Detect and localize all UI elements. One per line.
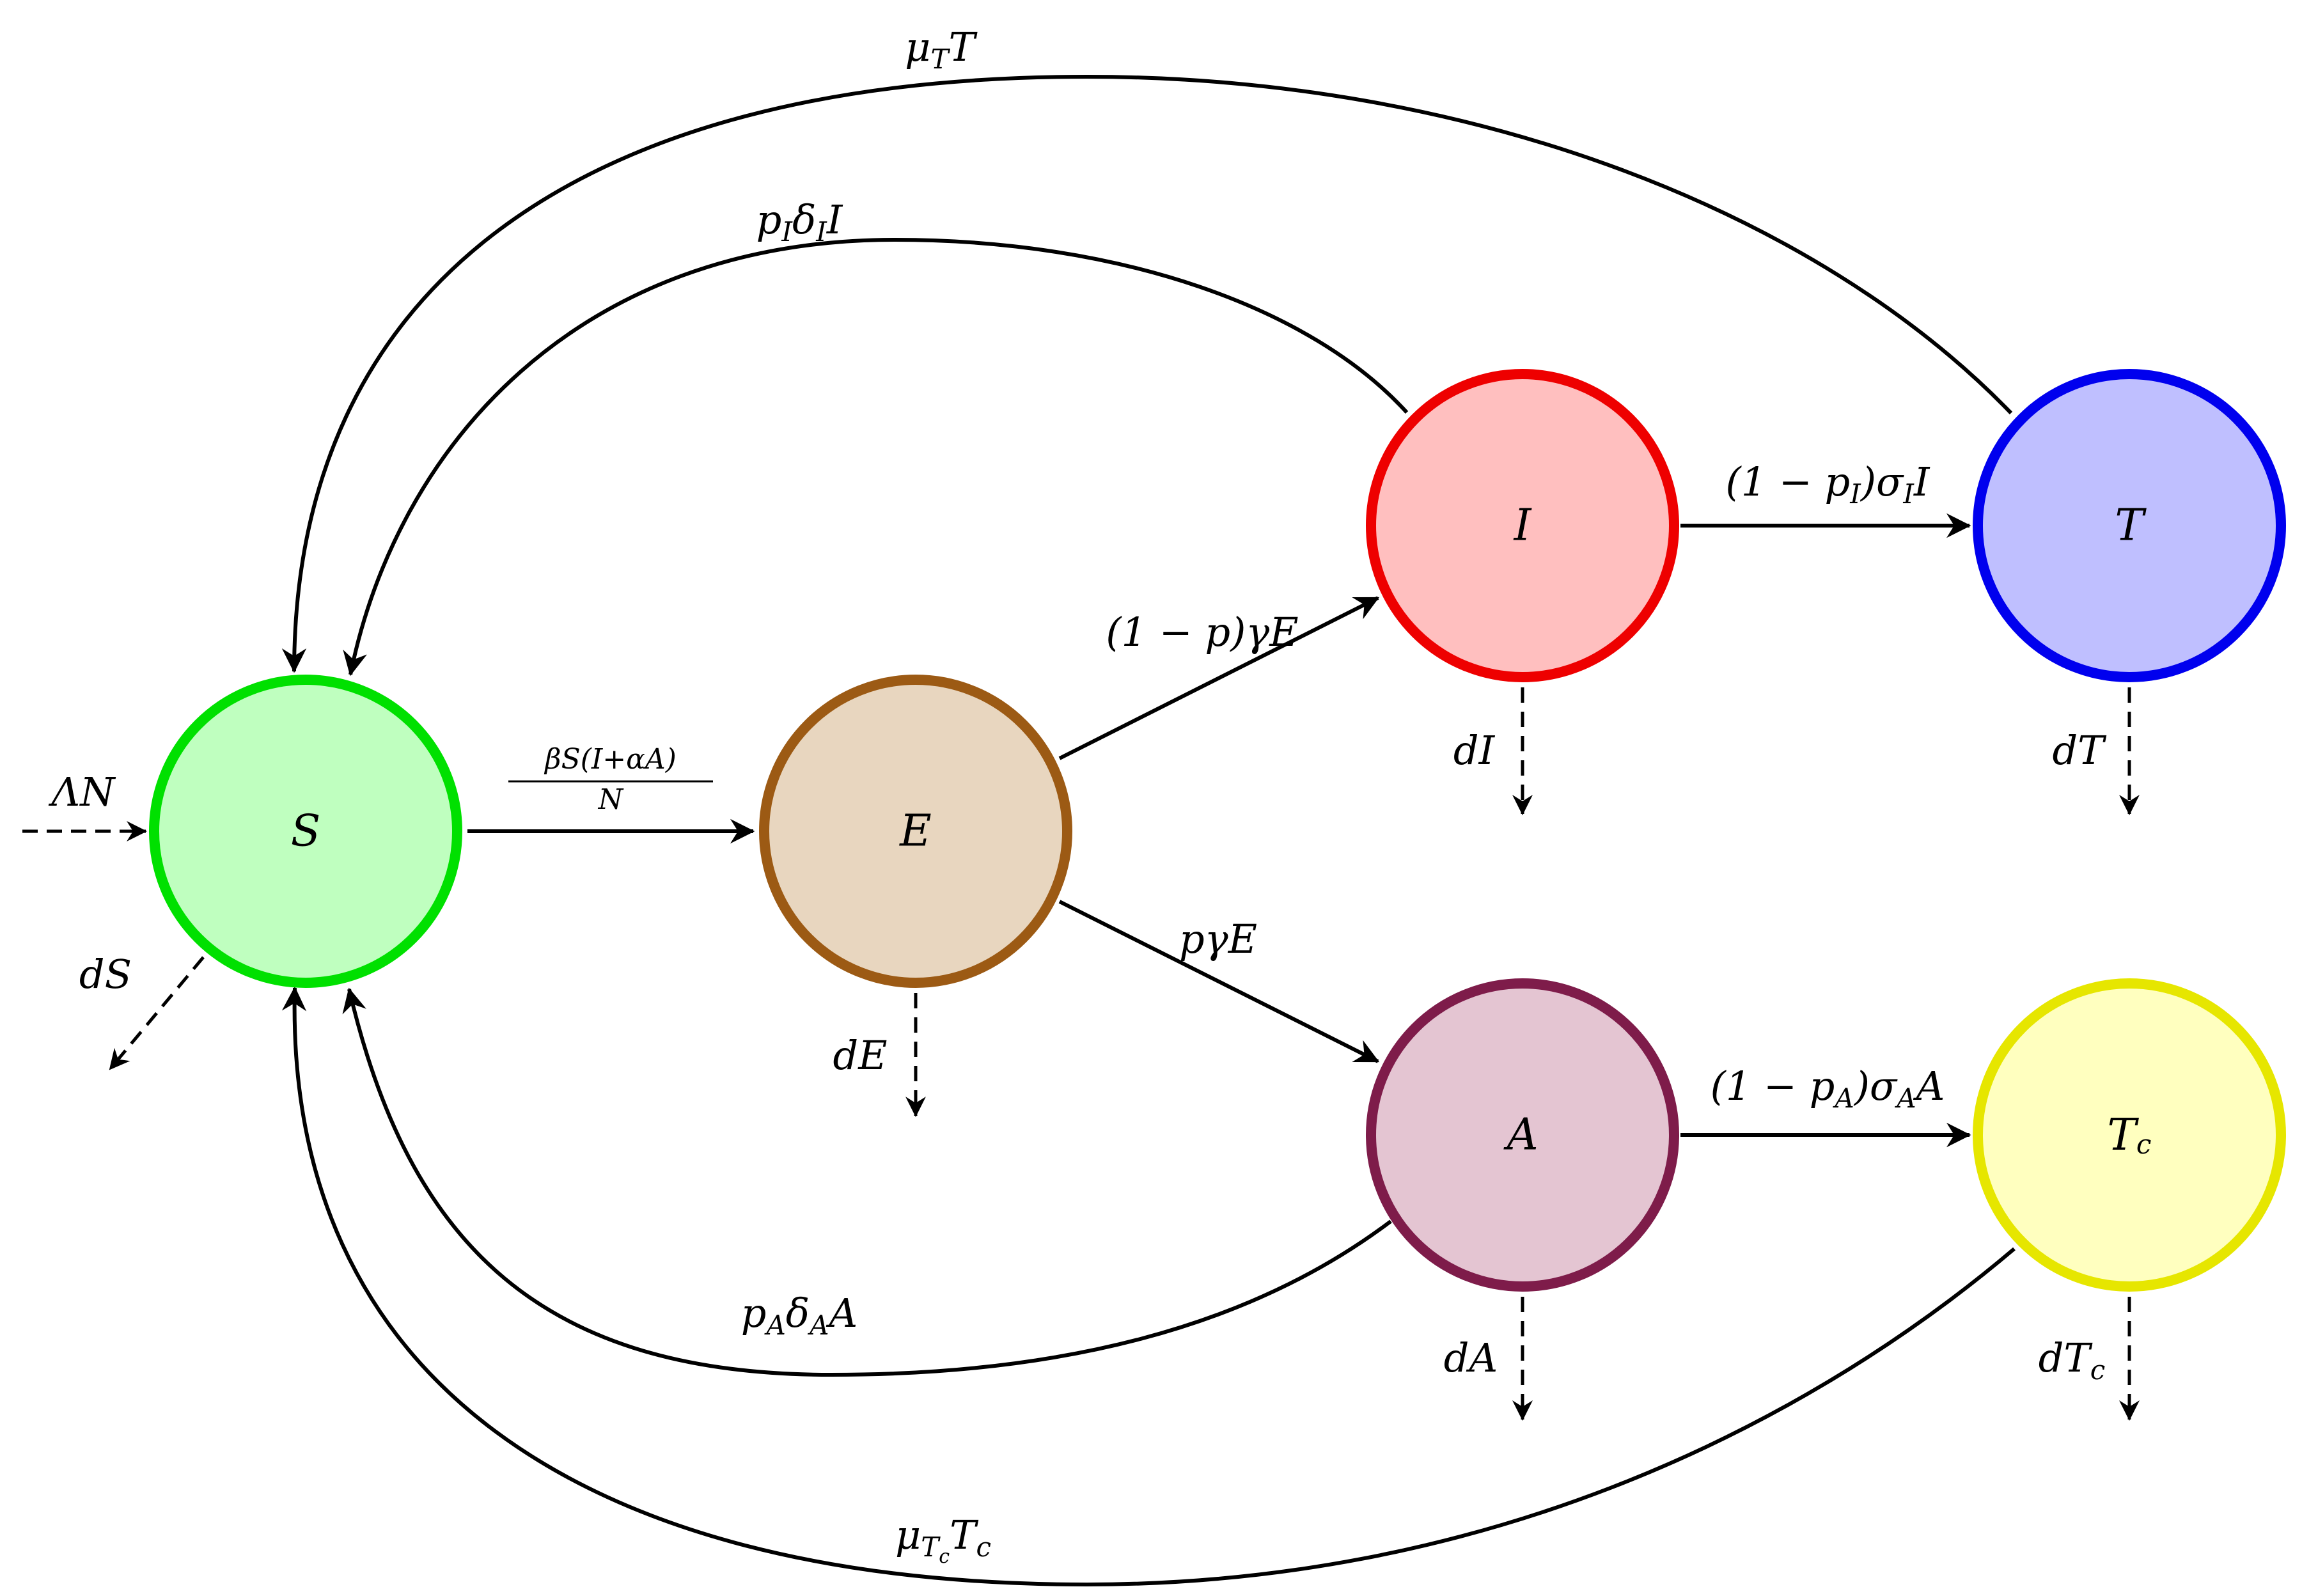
death-tc-label-main: dT bbox=[2039, 1334, 2094, 1381]
node-tc-label-sub: c bbox=[2136, 1129, 2152, 1160]
label-a-to-tc-sub-1: A bbox=[1832, 1083, 1854, 1114]
node-tc: Tc bbox=[1973, 978, 2286, 1292]
death-a-label: dA bbox=[1444, 1334, 1498, 1381]
label-tc-to-s: μTcTc bbox=[895, 1512, 991, 1568]
label-i-to-t-part-b: )σ bbox=[1860, 458, 1904, 505]
label-e-to-i: (1 − p)γE bbox=[1106, 609, 1298, 655]
death-tc-label-sub: c bbox=[2090, 1354, 2106, 1386]
label-a-to-tc-part-a: (1 − p bbox=[1711, 1063, 1835, 1109]
edge-a-to-s bbox=[342, 987, 1392, 1377]
label-a-to-s-sub-1: A bbox=[763, 1310, 785, 1341]
node-t-label: T bbox=[2115, 501, 2147, 551]
edge-e-to-i bbox=[1058, 596, 1380, 760]
edge-i-to-s bbox=[343, 237, 1409, 677]
label-i-to-t: (1 − pI)σII bbox=[1726, 458, 1930, 510]
label-s-to-e-den: N bbox=[598, 783, 624, 816]
label-e-to-a: pγE bbox=[1179, 916, 1257, 962]
node-i-circle bbox=[1366, 369, 1679, 682]
label-a-to-s-sub-2: A bbox=[807, 1310, 829, 1341]
label-i-to-t-sub-2: I bbox=[1902, 478, 1914, 510]
label-t-to-s: μTT bbox=[905, 24, 978, 75]
death-s-label: dS bbox=[79, 951, 132, 997]
label-tc-to-s-sub-2: c bbox=[976, 1531, 991, 1563]
node-e-circle bbox=[759, 675, 1072, 988]
label-t-to-s-part-b: T bbox=[948, 24, 978, 70]
label-i-to-s-sub-2: I bbox=[815, 216, 827, 247]
edge-tc-to-s bbox=[281, 986, 2016, 1587]
label-i-to-s-part-a: p bbox=[756, 196, 782, 243]
label-a-to-s-part-b: δ bbox=[786, 1290, 810, 1336]
label-a-to-tc-sub-2: A bbox=[1894, 1083, 1916, 1114]
label-a-to-s: pAδAA bbox=[741, 1290, 858, 1341]
node-s: S bbox=[149, 675, 462, 988]
death-t-label: dT bbox=[2052, 727, 2107, 774]
death-tc-label: dTc bbox=[2039, 1334, 2106, 1386]
node-t: T bbox=[1973, 369, 2286, 682]
node-tc-circle bbox=[1973, 978, 2286, 1292]
label-t-to-s-part-a: μ bbox=[905, 24, 930, 70]
node-a-circle bbox=[1366, 978, 1679, 1292]
label-tc-to-s-sub-1: T bbox=[921, 1531, 941, 1563]
label-i-to-t-sub-1: I bbox=[1849, 478, 1861, 510]
node-i-label: I bbox=[1513, 501, 1532, 551]
node-i: I bbox=[1366, 369, 1679, 682]
node-a: A bbox=[1366, 978, 1679, 1292]
label-tc-to-s-part-a: μ bbox=[895, 1512, 921, 1558]
label-a-to-tc: (1 − pA)σAA bbox=[1711, 1063, 1945, 1114]
label-a-to-tc-part-b: )σ bbox=[1853, 1063, 1898, 1109]
label-t-to-s-sub-1: T bbox=[930, 43, 950, 75]
edge-t-to-s bbox=[281, 74, 2013, 673]
label-i-to-s-sub-1: I bbox=[781, 216, 793, 247]
label-s-to-e-num: βS(I+αA) bbox=[544, 743, 677, 776]
node-tc-label: Tc bbox=[2108, 1110, 2152, 1161]
label-i-to-s-part-b: δ bbox=[792, 196, 816, 243]
node-s-circle bbox=[149, 675, 462, 988]
label-i-to-t-part-a: (1 − p bbox=[1726, 458, 1851, 505]
death-e-label: dE bbox=[833, 1032, 888, 1079]
edge-e-to-a bbox=[1058, 900, 1380, 1063]
label-i-to-t-part-c: I bbox=[1913, 458, 1930, 505]
node-tc-label-main: T bbox=[2108, 1110, 2140, 1161]
label-a-to-tc-part-c: A bbox=[1913, 1063, 1945, 1109]
node-s-label: S bbox=[291, 806, 321, 857]
node-t-circle bbox=[1973, 369, 2286, 682]
label-inflow: ΛN bbox=[48, 769, 116, 815]
label-tc-to-s-subsub: c bbox=[939, 1545, 950, 1568]
label-tc-to-s-part-b: T bbox=[950, 1512, 979, 1558]
label-i-to-s-part-c: I bbox=[826, 196, 843, 243]
death-i-label: dI bbox=[1453, 727, 1496, 774]
node-a-label: A bbox=[1503, 1110, 1538, 1161]
label-i-to-s: pIδII bbox=[756, 196, 843, 247]
label-a-to-s-part-a: p bbox=[741, 1290, 767, 1336]
node-e-label: E bbox=[898, 806, 932, 857]
node-e: E bbox=[759, 675, 1072, 988]
label-a-to-s-part-c: A bbox=[826, 1290, 857, 1336]
